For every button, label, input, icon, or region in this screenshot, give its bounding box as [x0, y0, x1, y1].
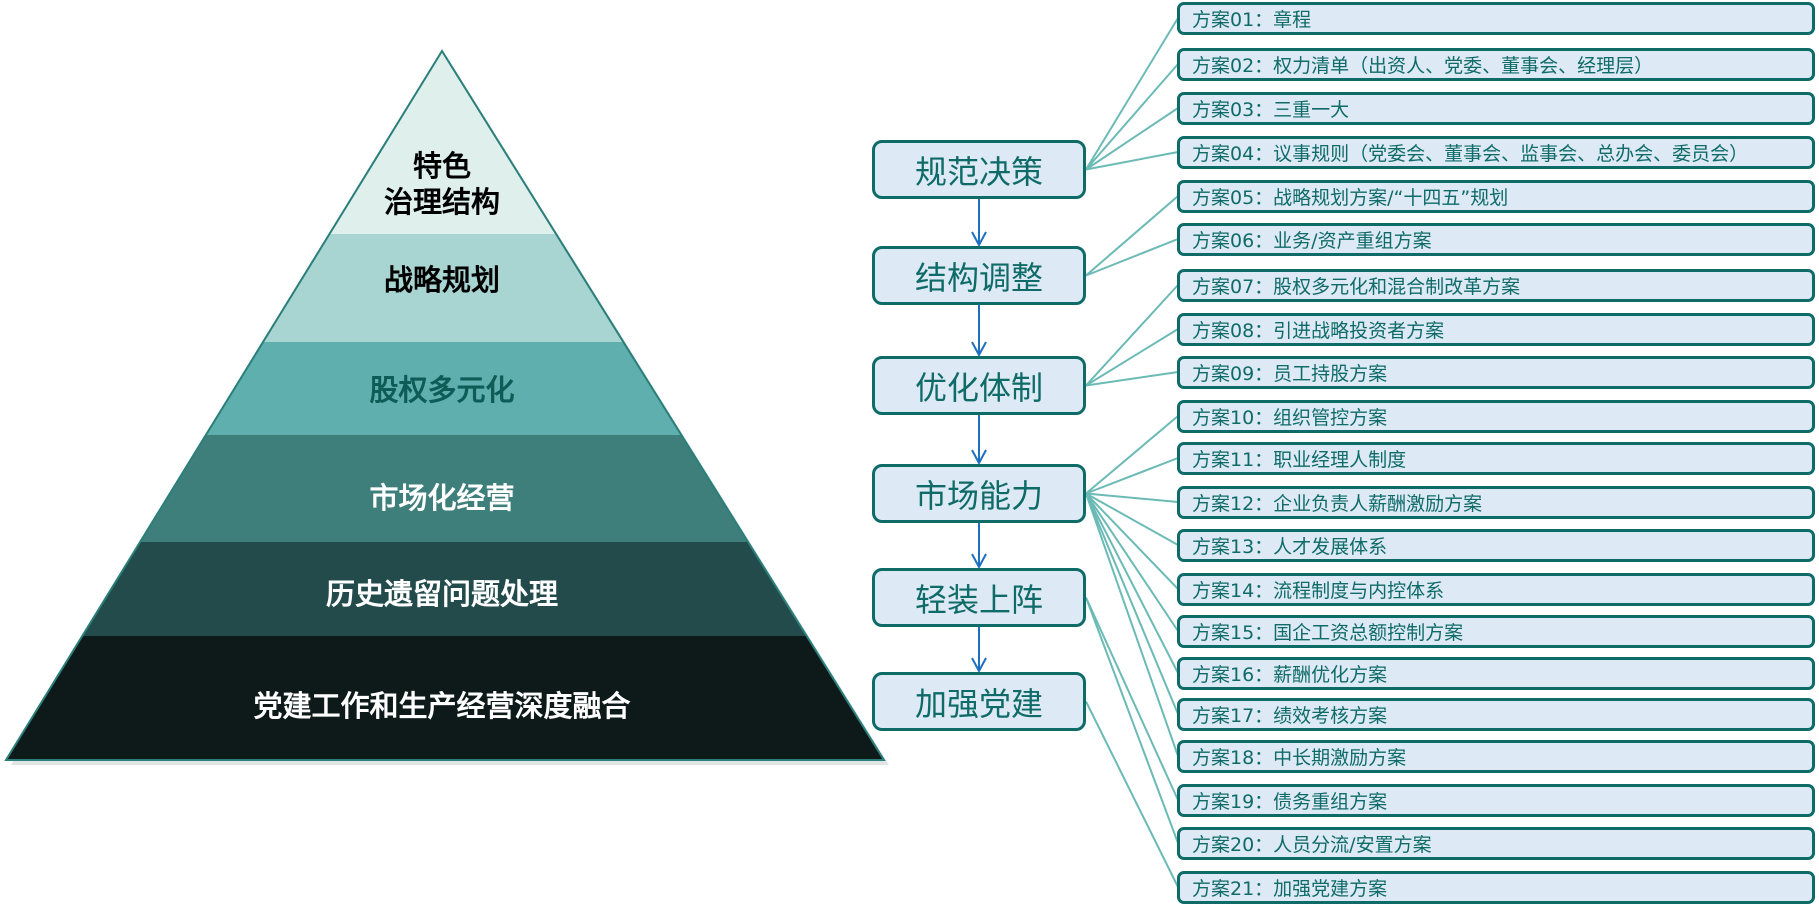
pyramid-layer-2-label: 战略规划: [383, 263, 500, 297]
plan-box-19[interactable]: 方案19：债务重组方案: [1177, 784, 1815, 817]
pyramid-layer-1: [329, 51, 557, 234]
step-box-6[interactable]: 加强党建: [872, 672, 1086, 731]
connector-line: [1085, 415, 1179, 495]
pyramid-layer-6-label: 党建工作和生产经营深度融合: [253, 689, 631, 723]
plan-box-21[interactable]: 方案21：加强党建方案: [1177, 871, 1815, 904]
pyramid-layer-3-label: 股权多元化: [369, 373, 515, 407]
plan-box-5[interactable]: 方案05：战略规划方案/“十四五”规划: [1177, 180, 1815, 213]
plan-box-7[interactable]: 方案07：股权多元化和混合制改革方案: [1177, 269, 1815, 302]
arrow-head-icon: [971, 553, 987, 570]
pyramid-layer-5: [82, 542, 807, 636]
plan-box-12[interactable]: 方案12：企业负责人薪酬激励方案: [1177, 486, 1815, 519]
arrow-head-icon: [971, 657, 987, 674]
plan-box-8[interactable]: 方案08：引进战略投资者方案: [1177, 313, 1815, 346]
pyramid-layer-4: [140, 435, 749, 542]
pyramid-layer-1-line2: 治理结构: [383, 185, 500, 219]
plan-box-13[interactable]: 方案13：人才发展体系: [1177, 529, 1815, 562]
connector-line: [1085, 328, 1179, 387]
pyramid-layer-6: [6, 636, 884, 760]
plan-box-14[interactable]: 方案14：流程制度与内控体系: [1177, 573, 1815, 606]
connector-line: [1085, 493, 1179, 757]
arrow-head-icon: [971, 231, 987, 248]
plan-box-20[interactable]: 方案20：人员分流/安置方案: [1177, 827, 1815, 860]
connector-line: [1085, 457, 1179, 495]
plan-box-10[interactable]: 方案10：组织管控方案: [1177, 400, 1815, 433]
connector-line: [1085, 597, 1179, 801]
connector-line: [1085, 597, 1179, 844]
connector-line: [1085, 151, 1179, 171]
arrow-head-icon: [971, 449, 987, 466]
connector-line: [1085, 493, 1179, 715]
connector-line: [1085, 195, 1179, 277]
pyramid-layer-3: [205, 342, 682, 435]
pyramid-layer-5-label: 历史遗留问题处理: [325, 577, 558, 611]
connector-line: [1085, 492, 1179, 632]
plan-box-11[interactable]: 方案11：职业经理人制度: [1177, 442, 1815, 475]
step-box-3[interactable]: 优化体制: [872, 356, 1086, 415]
plan-box-1[interactable]: 方案01：章程: [1177, 2, 1815, 35]
pyramid-layer-4-label: 市场化经营: [369, 481, 515, 515]
connector-line: [1085, 17, 1179, 171]
connector-line: [1085, 284, 1179, 387]
plan-box-3[interactable]: 方案03：三重一大: [1177, 92, 1815, 125]
pyramid-outline: [4, 49, 886, 761]
connector-line: [1085, 493, 1179, 674]
plan-box-15[interactable]: 方案15：国企工资总额控制方案: [1177, 615, 1815, 648]
plan-box-9[interactable]: 方案09：员工持股方案: [1177, 356, 1815, 389]
step-box-1[interactable]: 规范决策: [872, 140, 1086, 199]
pyramid-layer-1-label: 特色 治理结构: [0, 148, 884, 220]
step-box-2[interactable]: 结构调整: [872, 246, 1086, 305]
step-box-5[interactable]: 轻装上阵: [872, 568, 1086, 627]
connector-line: [1085, 701, 1179, 888]
plan-box-6[interactable]: 方案06：业务/资产重组方案: [1177, 223, 1815, 256]
step-box-4[interactable]: 市场能力: [872, 464, 1086, 523]
pyramid-layer-1-line1: 特色: [412, 149, 471, 183]
plan-box-17[interactable]: 方案17：绩效考核方案: [1177, 698, 1815, 731]
connector-line: [1085, 63, 1179, 171]
connector-line: [1085, 492, 1179, 590]
arrow-head-icon: [971, 341, 987, 358]
plan-box-2[interactable]: 方案02：权力清单（出资人、党委、董事会、经理层）: [1177, 48, 1815, 81]
connector-line: [1085, 492, 1179, 503]
connector-line: [1085, 238, 1179, 277]
pyramid-layer-2: [263, 234, 624, 342]
plan-box-4[interactable]: 方案04：议事规则（党委会、董事会、监事会、总办会、委员会）: [1177, 136, 1815, 169]
connector-line: [1085, 492, 1179, 546]
connector-line: [1085, 371, 1179, 387]
plan-box-18[interactable]: 方案18：中长期激励方案: [1177, 740, 1815, 773]
plan-box-16[interactable]: 方案16：薪酬优化方案: [1177, 657, 1815, 690]
connector-line: [1085, 107, 1179, 171]
